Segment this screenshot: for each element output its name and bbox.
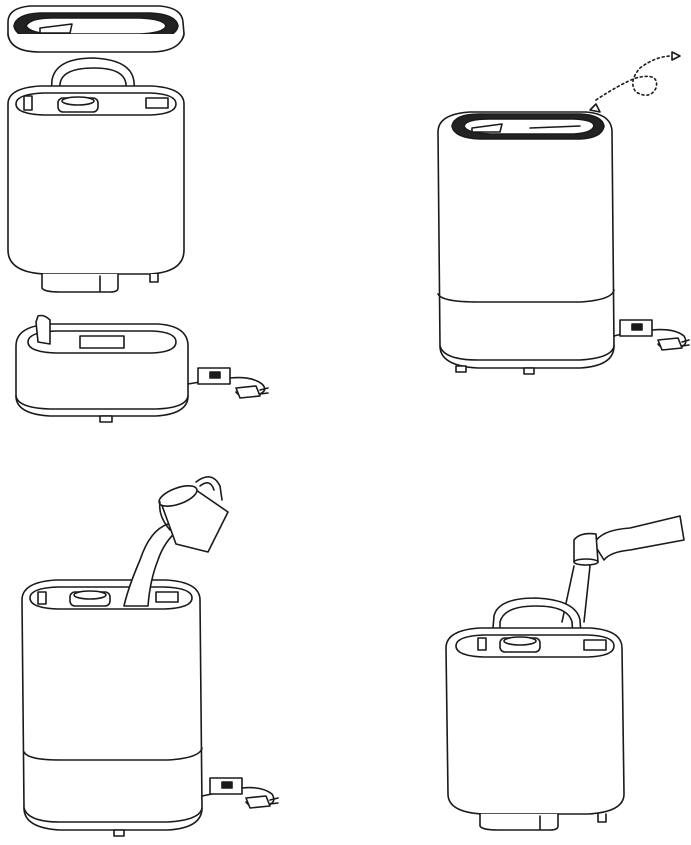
humidifier-open-top-icon xyxy=(22,580,278,836)
panel-assembled xyxy=(438,52,689,374)
plug-icon xyxy=(658,338,682,350)
panel-fill-under-tap xyxy=(446,516,684,830)
lid-icon xyxy=(8,6,184,52)
assembled-humidifier-icon xyxy=(438,112,689,374)
plug-icon xyxy=(236,386,260,398)
twist-arrow-icon xyxy=(596,56,672,100)
water-tank-icon xyxy=(8,86,184,292)
faucet-icon xyxy=(574,516,684,565)
base-unit-icon xyxy=(16,316,268,423)
plug-icon xyxy=(246,796,270,808)
water-tank-icon xyxy=(446,628,624,830)
panel-disassembly xyxy=(8,6,268,422)
panel-fill-with-jug xyxy=(22,477,278,836)
